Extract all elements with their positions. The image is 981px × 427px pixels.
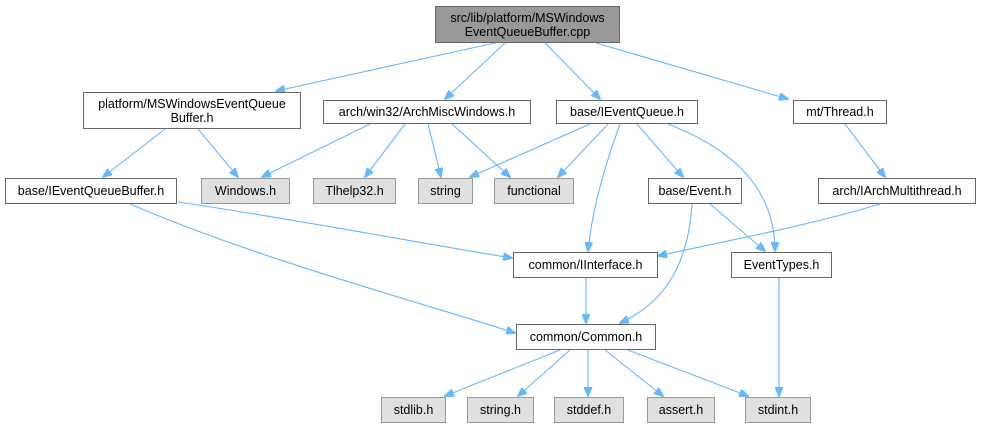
edge-thread-to-iarchmultithread: [844, 123, 885, 177]
edge-ieventqueuebuffer-to-common: [129, 203, 515, 333]
edge-ieventqueuebuffer-to-iinterface: [177, 201, 512, 258]
node-arch-iarchmultithread-h[interactable]: arch/IArchMultithread.h: [818, 178, 976, 204]
edge-event-to-eventtypes: [709, 203, 765, 251]
node-arch-misc-windows-h[interactable]: arch/win32/ArchMiscWindows.h: [323, 100, 531, 124]
node-functional: functional: [494, 178, 574, 204]
edge-arch-misc-to-tlhelp32: [365, 123, 406, 177]
edge-ieventqueue-to-string: [470, 123, 591, 177]
node-assert-h: assert.h: [647, 397, 715, 423]
node-windows-h: Windows.h: [201, 178, 290, 204]
node-eventtypes-h[interactable]: EventTypes.h: [731, 252, 832, 278]
edge-common-to-stdint: [627, 349, 748, 396]
edge-common-to-string-h: [518, 349, 571, 396]
node-string-h: string.h: [467, 397, 534, 423]
node-base-ieventqueue-h[interactable]: base/IEventQueue.h: [556, 100, 698, 124]
node-stddef-h: stddef.h: [554, 397, 624, 423]
node-platform-mswindows-eventqueuebuffer-h[interactable]: platform/MSWindowsEventQueue Buffer.h: [83, 92, 301, 129]
edge-platform-header-to-ieventqueuebuffer: [103, 128, 166, 177]
edge-root-to-ieventqueue: [544, 42, 600, 99]
edge-common-to-assert: [604, 349, 663, 396]
edge-event-to-common: [620, 203, 693, 323]
node-stdlib-h: stdlib.h: [381, 397, 446, 423]
edge-ieventqueue-to-iinterface: [588, 123, 621, 251]
edge-root-to-thread: [595, 42, 788, 99]
edge-common-to-stdlib: [445, 349, 561, 396]
edge-platform-header-to-windows: [197, 128, 238, 177]
node-stdint-h: stdint.h: [745, 397, 811, 423]
node-common-common-h[interactable]: common/Common.h: [516, 324, 656, 350]
edge-ieventqueue-to-eventtypes: [667, 123, 775, 251]
edge-iarchmultithread-to-iinterface: [658, 203, 881, 256]
node-root-source-file[interactable]: src/lib/platform/MSWindows EventQueueBuf…: [435, 6, 620, 43]
edge-ieventqueue-to-functional: [558, 123, 609, 177]
edge-root-to-platform-header: [276, 42, 496, 91]
node-common-iinterface-h[interactable]: common/IInterface.h: [513, 252, 658, 278]
node-mt-thread-h[interactable]: mt/Thread.h: [793, 100, 887, 124]
edge-arch-misc-to-windows: [262, 123, 371, 177]
node-base-event-h[interactable]: base/Event.h: [648, 178, 742, 204]
edge-ieventqueue-to-event: [636, 123, 683, 177]
node-tlhelp32-h: Tlhelp32.h: [313, 178, 396, 204]
edge-arch-misc-to-string: [427, 123, 441, 177]
edge-arch-misc-to-functional: [451, 123, 510, 177]
edge-root-to-arch-misc: [445, 42, 506, 99]
node-base-ieventqueuebuffer-h[interactable]: base/IEventQueueBuffer.h: [5, 178, 177, 204]
node-string: string: [418, 178, 473, 204]
